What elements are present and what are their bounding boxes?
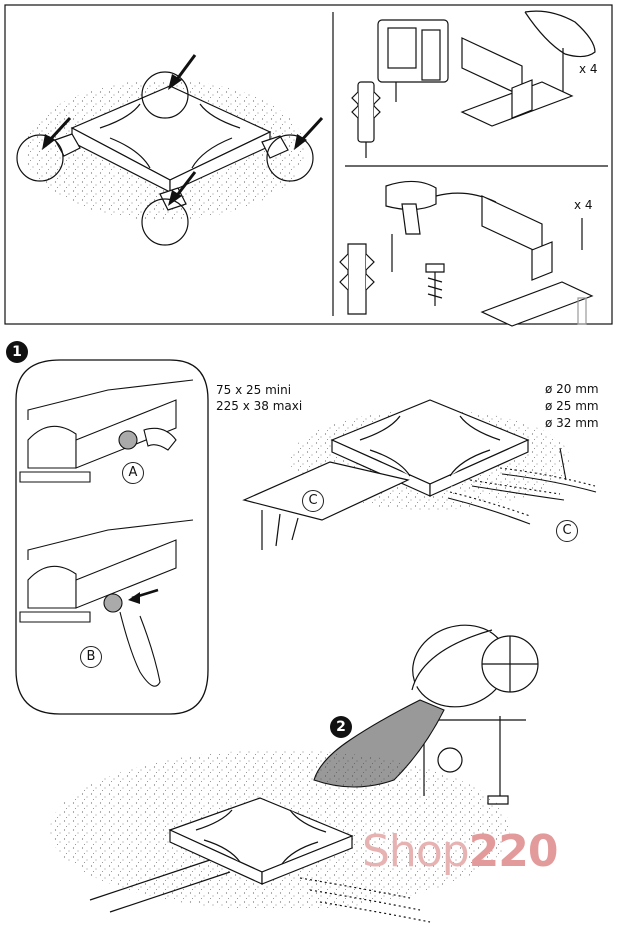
- pointer-arrows: [42, 54, 324, 206]
- pipe-size-32: ø 32 mm: [545, 416, 599, 430]
- detail-a-drawing: [19, 379, 194, 483]
- pipe-size-25: ø 25 mm: [545, 399, 599, 413]
- duct-size-mini: 75 x 25 mini: [216, 383, 292, 397]
- watermark: Shop220: [362, 826, 559, 877]
- step1-badge: 1: [6, 341, 28, 363]
- pipe-size-20: ø 20 mm: [545, 382, 599, 396]
- step1-floor-box: [242, 399, 570, 550]
- screw-count-b: x 4: [574, 198, 593, 212]
- watermark-number: 220: [468, 826, 559, 877]
- detail-b-drawing: [19, 519, 194, 687]
- nail-gun-illustration: [351, 19, 449, 158]
- duct-label-c: C: [302, 490, 324, 512]
- floor-box-overview: [16, 71, 314, 246]
- detail-label-a: A: [122, 462, 144, 484]
- duct-size-maxi: 225 x 38 maxi: [216, 399, 303, 413]
- step2-badge: 2: [330, 716, 352, 738]
- screw-mounting-b: [480, 195, 594, 327]
- corrugated-conduits: [447, 447, 597, 525]
- screw-mounting-a: [460, 10, 596, 127]
- watermark-text: Shop: [362, 826, 470, 877]
- detail-label-b: B: [80, 646, 102, 668]
- conduit-label-c: C: [556, 520, 578, 542]
- step2-floor-box: [50, 750, 510, 923]
- screw-count-a: x 4: [579, 62, 598, 76]
